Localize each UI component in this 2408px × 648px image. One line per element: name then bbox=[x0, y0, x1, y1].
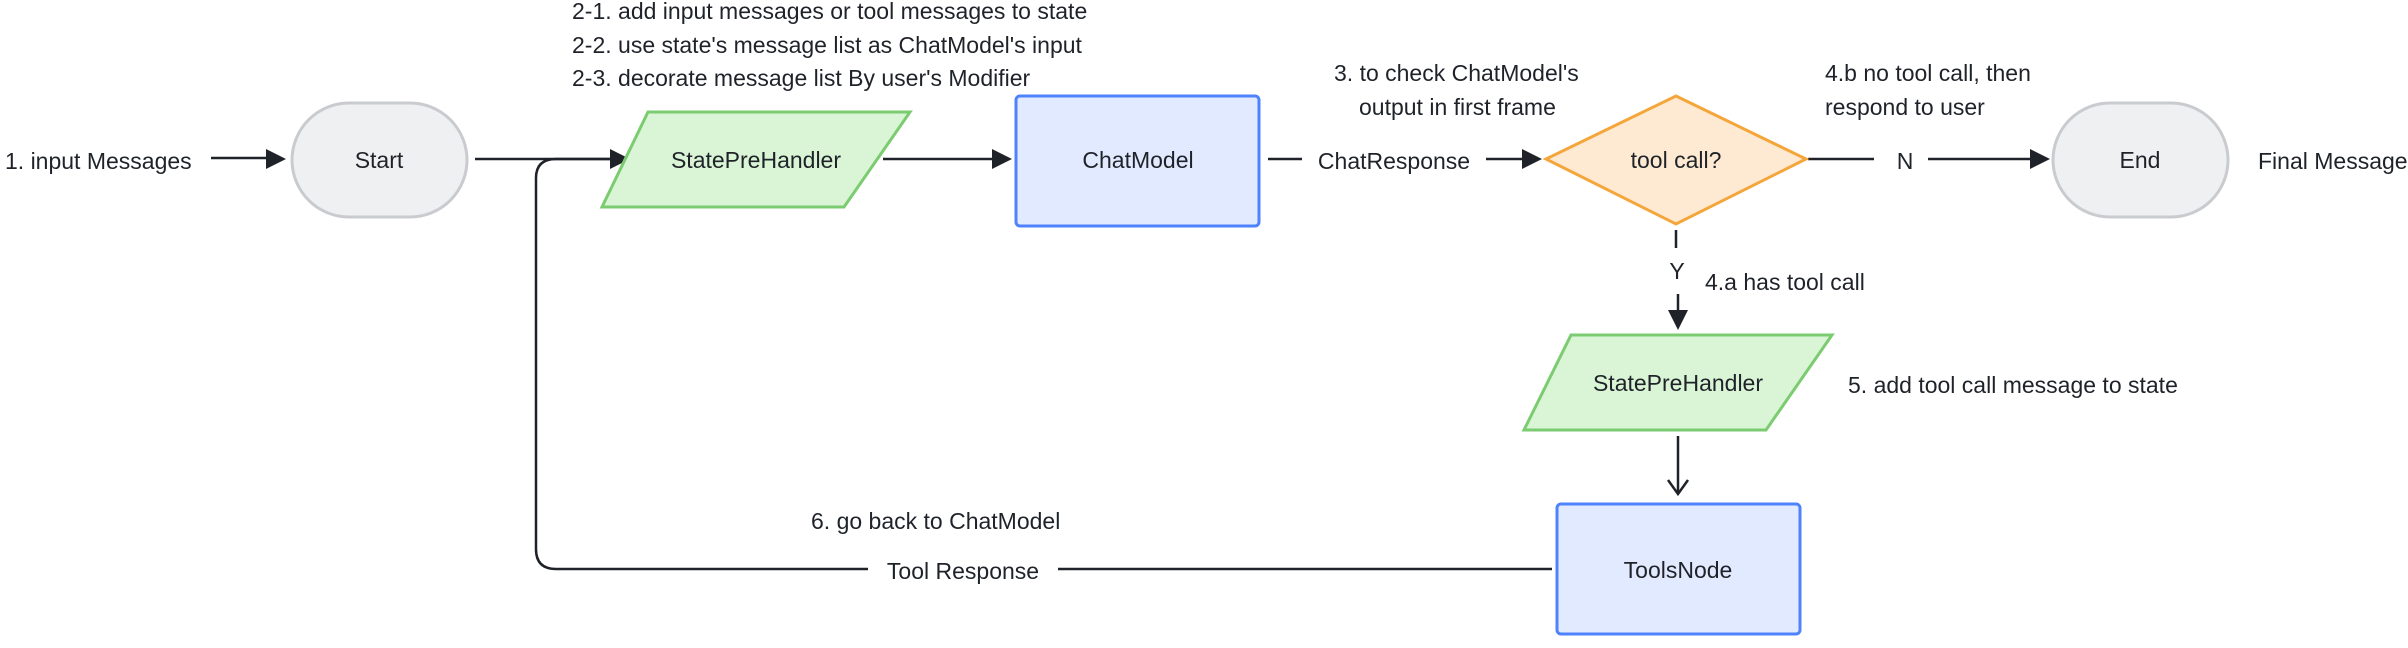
arrowhead-start bbox=[266, 149, 286, 169]
arrowhead-handler-bottom bbox=[1668, 310, 1688, 330]
tools-node-label: ToolsNode bbox=[1624, 557, 1733, 583]
tools-node: ToolsNode bbox=[1555, 502, 1802, 636]
annotation-step-4b-line2: respond to user bbox=[1825, 94, 1985, 120]
chat-model-node: ChatModel bbox=[1014, 94, 1261, 228]
tool-call-decision-shape bbox=[1542, 94, 1810, 226]
tool-call-decision-label: tool call? bbox=[1631, 147, 1722, 173]
state-pre-handler-top-shape bbox=[599, 110, 913, 209]
arrowhead-handler-top bbox=[610, 149, 630, 169]
arrowhead-chatmodel bbox=[992, 149, 1012, 169]
state-pre-handler-bottom-label: StatePreHandler bbox=[1593, 370, 1763, 396]
end-node: End bbox=[2051, 101, 2230, 219]
annotation-step-5: 5. add tool call message to state bbox=[1848, 372, 2178, 398]
arrowhead-decision bbox=[1522, 149, 1542, 169]
start-node-shape bbox=[290, 101, 469, 219]
input-messages-label: 1. input Messages bbox=[5, 148, 192, 174]
arrowhead-end bbox=[2030, 149, 2050, 169]
annotation-step-2-3: 2-3. decorate message list By user's Mod… bbox=[572, 65, 1031, 91]
start-node-label: Start bbox=[355, 147, 404, 173]
start-node: Start bbox=[290, 101, 469, 219]
annotation-step-3-line1: 3. to check ChatModel's bbox=[1334, 60, 1579, 86]
end-node-shape bbox=[2051, 101, 2230, 219]
state-pre-handler-bottom-shape bbox=[1521, 333, 1835, 432]
annotation-step-4b-line1: 4.b no tool call, then bbox=[1825, 60, 2031, 86]
edge-loop-back bbox=[534, 157, 868, 571]
chat-model-node-label: ChatModel bbox=[1082, 147, 1193, 173]
tool-call-decision: tool call? bbox=[1542, 94, 1810, 226]
chat-response-label: ChatResponse bbox=[1318, 148, 1470, 174]
final-message-label: Final Message bbox=[2258, 148, 2408, 174]
no-branch-label: N bbox=[1897, 148, 1914, 174]
end-node-label: End bbox=[2120, 147, 2161, 173]
annotation-step-3-line2: output in first frame bbox=[1359, 94, 1556, 120]
yes-branch-label: Y bbox=[1669, 258, 1684, 284]
state-pre-handler-top: StatePreHandler bbox=[599, 110, 913, 209]
tools-node-shape bbox=[1555, 502, 1802, 636]
annotation-step-6: 6. go back to ChatModel bbox=[811, 508, 1060, 534]
state-pre-handler-top-label: StatePreHandler bbox=[671, 147, 841, 173]
annotation-step-2-1: 2-1. add input messages or tool messages… bbox=[572, 0, 1087, 24]
annotation-step-2-2: 2-2. use state's message list as ChatMod… bbox=[572, 32, 1083, 58]
chat-model-node-shape bbox=[1014, 94, 1261, 228]
state-pre-handler-bottom: StatePreHandler bbox=[1521, 333, 1835, 432]
tool-response-label: Tool Response bbox=[887, 558, 1039, 584]
annotation-step-4a: 4.a has tool call bbox=[1705, 269, 1865, 295]
